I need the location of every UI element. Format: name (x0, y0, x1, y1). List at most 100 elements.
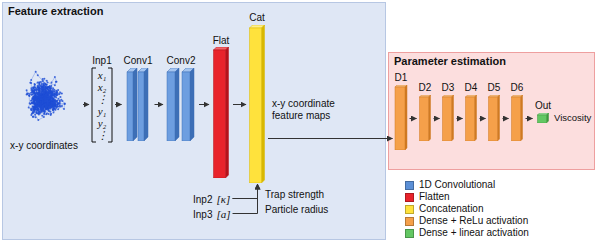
layer-block: D2 (418, 82, 433, 141)
matrix-entry: y₂ (98, 117, 107, 129)
flow-arrow (268, 138, 393, 139)
trajectory-dot (48, 86, 50, 88)
trajectory-dot (37, 108, 39, 110)
trajectory-dot (54, 104, 56, 106)
trajectory-dot (43, 86, 45, 88)
trajectory-dot (42, 101, 44, 103)
trajectory-dot (49, 95, 51, 97)
trajectory-dot (34, 95, 36, 97)
trajectory-dot (46, 102, 48, 104)
trajectory-dot (37, 100, 39, 102)
trajectory-line (27, 72, 65, 120)
trajectory-dot (34, 83, 36, 85)
trajectory-dot (42, 90, 44, 92)
layer-bar (418, 95, 432, 141)
trajectory-dot (38, 94, 40, 96)
trajectory-dot (51, 103, 53, 105)
trajectory-dot (32, 116, 34, 118)
block-front (214, 50, 226, 178)
layer-block: D6 (510, 82, 525, 141)
layer-label: D2 (419, 82, 432, 94)
trajectory-dot (34, 98, 36, 100)
trajectory-dot (46, 84, 48, 86)
trajectory-dot (42, 107, 44, 109)
trajectory-dot (56, 100, 58, 102)
trajectory-dot (57, 103, 59, 105)
trajectory-dot (32, 93, 34, 95)
trajectory-dot (53, 102, 55, 104)
trajectory-dot (51, 82, 53, 84)
layer-label: Inp1 (92, 55, 111, 67)
legend-text: Dense + linear activation (419, 227, 529, 239)
trajectory-dot (49, 91, 51, 93)
trajectory-dot (40, 94, 42, 96)
panel-title: Parameter estimation (388, 52, 595, 71)
layer-label: D5 (488, 82, 501, 94)
trajectory-dot (34, 108, 36, 110)
trajectory-dot (50, 104, 52, 106)
input-vector: Inp1x₁x₂⋮y₁y₂⋮ (90, 55, 114, 143)
trajectory-dot (50, 106, 52, 108)
trajectory-dot (54, 84, 56, 86)
legend-row: 1D Convolutional (405, 179, 529, 191)
trajectory-dot (48, 89, 50, 91)
trajectory-dot (47, 102, 49, 104)
trajectory-dot (36, 100, 38, 102)
flow-arrow (199, 104, 209, 105)
block-front (182, 72, 190, 141)
trajectory-dot (31, 91, 33, 93)
trajectory-dot (51, 91, 53, 93)
trajectory-dot (39, 105, 41, 107)
trajectory-dot (27, 93, 29, 95)
block-side (133, 68, 137, 141)
trajectory-dot (42, 83, 44, 85)
conv-blocks (124, 68, 152, 141)
trajectory-dot (52, 95, 54, 97)
trajectory-dot (45, 106, 47, 108)
trajectory-dot (45, 106, 47, 108)
trajectory-dot (39, 84, 41, 86)
matrix-entry: x₁ (98, 69, 107, 81)
block-front (443, 97, 452, 141)
trajectory-dot (33, 100, 35, 102)
block-side (547, 113, 549, 123)
trajectory-dot (33, 101, 35, 103)
trajectory-dot (52, 99, 54, 101)
block-front (127, 72, 133, 141)
trajectory-dot (45, 87, 47, 89)
trajectory-dot (44, 106, 46, 108)
trajectory-dot (48, 110, 50, 112)
legend-swatch (405, 193, 414, 202)
block-side (144, 68, 148, 141)
layer-block: D4 (464, 82, 479, 141)
trajectory-dot (34, 96, 36, 98)
trajectory-dot (36, 112, 38, 114)
trajectory-dot (31, 99, 33, 101)
trajectory-dot (51, 103, 53, 105)
trajectory-dot (40, 96, 42, 98)
left-bracket (92, 68, 96, 142)
trajectory-dot (47, 88, 49, 90)
flow-arrow (115, 104, 122, 105)
trajectory-dot (45, 106, 47, 108)
panel-title: Feature extraction (2, 2, 386, 21)
trajectory-dot (38, 82, 40, 84)
input-name: Inp2 (193, 194, 212, 206)
legend-row: Concatenation (405, 203, 529, 215)
block-side (429, 95, 431, 141)
trajectory-dot (55, 81, 57, 83)
layer-label: D1 (395, 72, 408, 84)
block-side (190, 68, 194, 141)
trajectory-dot (45, 93, 47, 95)
layer-block: D5 (487, 82, 502, 141)
flow-arrow (480, 118, 486, 119)
trajectory-dot (33, 97, 35, 99)
trajectory-dot (51, 91, 53, 93)
legend-swatch (405, 205, 414, 214)
legend-row: Dense + ReLu activation (405, 215, 529, 227)
trajectory-dot (34, 108, 36, 110)
trajectory-dot (52, 109, 54, 111)
trajectory-dot (38, 81, 40, 83)
block-side (452, 95, 454, 141)
trajectory-dot (33, 101, 35, 103)
